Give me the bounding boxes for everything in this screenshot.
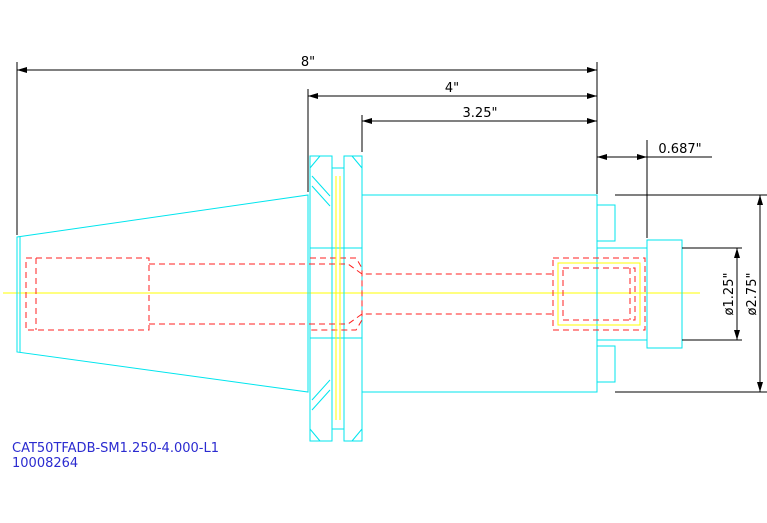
arrow-flange-right: [587, 93, 597, 99]
flange-chamfer-1: [309, 155, 321, 169]
drive-lug-top: [596, 204, 616, 242]
flange-chamfer-2: [351, 155, 363, 169]
flange-key-4: [311, 389, 331, 411]
shank-bore: [25, 257, 150, 331]
arrow-bore-top: [734, 248, 740, 258]
end-cap: [646, 239, 683, 349]
detail-cartridge: [557, 262, 641, 326]
flange-key-3: [311, 379, 331, 401]
hidden-lines: [25, 257, 646, 331]
arrow-flange-left: [308, 93, 318, 99]
dim-bore-depth: 0.687": [658, 142, 701, 157]
dim-flange-to-end: 4": [445, 81, 459, 96]
arrow-overall-right: [587, 67, 597, 73]
part-number: 10008264: [12, 456, 79, 471]
arrow-dia-bottom: [757, 382, 763, 392]
dim-overall-length: 8": [301, 55, 315, 70]
flange-key-2: [311, 185, 331, 207]
flange-bore: [310, 257, 363, 331]
part-model: CAT50TFADB-SM1.250-4.000-L1: [12, 441, 219, 456]
arrow-body-left: [362, 118, 372, 124]
arrow-depth-left: [597, 154, 607, 160]
dim-bore-diameter: ø1.25": [722, 273, 737, 316]
taper-shank: [16, 194, 309, 393]
arrow-body-right: [587, 118, 597, 124]
arrow-bore-bottom: [734, 330, 740, 340]
arrowheads: [17, 67, 763, 392]
thru-bore-bottom: [149, 313, 555, 325]
cartridge-bore: [552, 257, 646, 331]
thru-bore-top: [149, 263, 555, 275]
cartridge-inner: [562, 267, 636, 321]
dim-body-length: 3.25": [463, 106, 498, 121]
flange-chamfer-3: [309, 428, 321, 442]
arrow-dia-top: [757, 195, 763, 205]
detail-lines: [335, 176, 641, 420]
flange-chamfer-4: [351, 428, 363, 442]
drive-lug-bottom: [596, 345, 616, 383]
flange-left: [309, 155, 333, 442]
arrow-overall-left: [17, 67, 27, 73]
dimension-lines: [16, 62, 767, 393]
tool-outline: [16, 155, 683, 442]
flange-key-1: [311, 175, 331, 197]
dim-body-diameter: ø2.75": [745, 273, 760, 316]
flange-right: [343, 155, 363, 442]
arrow-depth-right: [637, 154, 647, 160]
